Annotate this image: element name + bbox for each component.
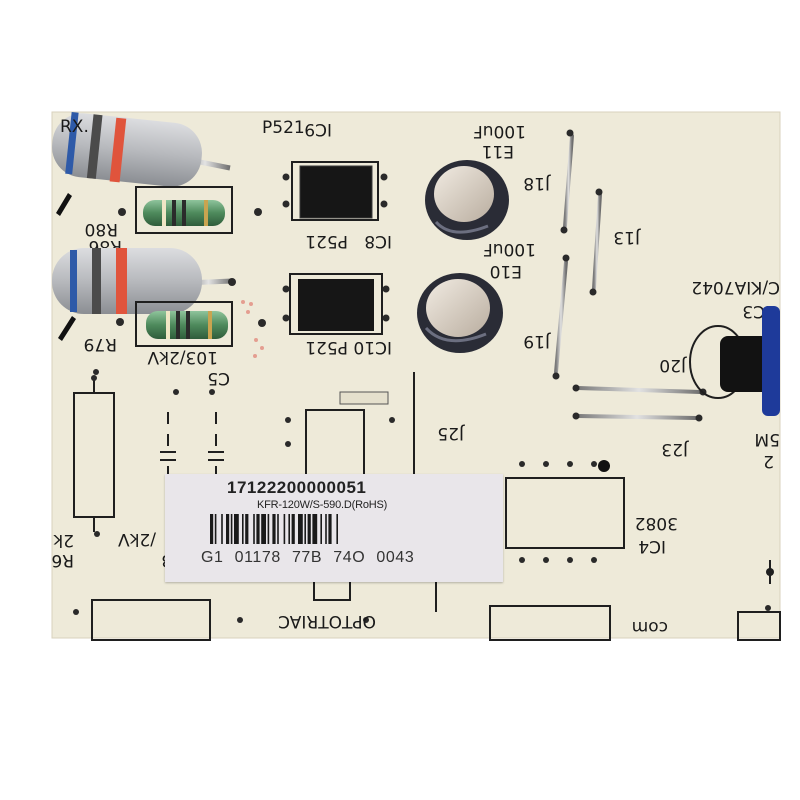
- j23-label: J23: [661, 439, 689, 459]
- kia7042-label: C/KIA7042: [691, 277, 780, 297]
- capacitor-e10: [417, 273, 503, 353]
- right-5m-label: 5M: [755, 429, 780, 449]
- bottom-right-label: com: [632, 617, 668, 637]
- c5-label: C5: [207, 368, 230, 388]
- left-resistor-outline: [73, 375, 115, 537]
- e10-label: E10: [490, 261, 522, 281]
- j20-label: J20: [659, 355, 687, 375]
- r80-label: R80: [85, 219, 118, 239]
- bottom-outlines: [91, 599, 781, 641]
- left-2kv-label: /2kV: [118, 529, 156, 549]
- ic3-regulator: [689, 306, 780, 416]
- red-dots: [241, 300, 264, 358]
- left-2k-label: 2k: [53, 530, 74, 550]
- sticker-model: KFR-120W/S-590.D(RoHS): [257, 499, 388, 511]
- ic4-label: IC4: [638, 536, 666, 556]
- jumper-wires: [554, 134, 702, 420]
- j13-label: J13: [613, 227, 641, 247]
- right-2-label: 2: [763, 451, 774, 471]
- ic10-label: IC10: [353, 337, 392, 357]
- rx-label: RX.: [60, 117, 89, 137]
- misc-pads: [73, 369, 771, 615]
- center-outline: [305, 372, 437, 612]
- p521-top-label: P521: [262, 118, 305, 138]
- p521-lower-label: P521: [305, 337, 348, 357]
- ic10-optocoupler: [282, 273, 390, 335]
- small-capacitor-symbols: [160, 412, 224, 474]
- ic4-outline: [505, 460, 625, 563]
- capacitor-e11: [425, 160, 509, 240]
- resistor-r80: [112, 186, 262, 234]
- j25-label: J25: [437, 423, 465, 443]
- barcode: [210, 514, 338, 544]
- j18-label: J18: [523, 173, 551, 193]
- ic8-optocoupler: [282, 161, 388, 221]
- part-3082-label: 3082: [635, 513, 678, 533]
- power-resistor-bottom: [52, 248, 233, 314]
- ic9-top-label: IC9: [304, 119, 332, 139]
- ic8-label: IC8: [364, 231, 392, 251]
- e11-label: E11: [482, 141, 514, 161]
- product-sticker: 17122200000051 KFR-120W/S-590.D(RoHS) G1…: [165, 474, 503, 582]
- p521-upper-label: P521: [305, 231, 348, 251]
- cap-100uf-top-label: 100uF: [473, 121, 526, 141]
- optotriac-label: OPTOTRIAC: [278, 611, 376, 631]
- j19-label: J19: [523, 331, 551, 351]
- resistor-r79: [112, 301, 266, 347]
- cap-100uf-mid-label: 100uF: [483, 239, 536, 259]
- sticker-serial: 17122200000051: [227, 478, 367, 497]
- sticker-code: G1 01178 77B 74O 0043: [201, 549, 415, 566]
- power-resistor-top: [52, 112, 231, 187]
- left-r6-label: R6: [51, 550, 74, 570]
- c5-value-label: 103/2kV: [147, 347, 218, 367]
- r79-label: R79: [84, 334, 117, 354]
